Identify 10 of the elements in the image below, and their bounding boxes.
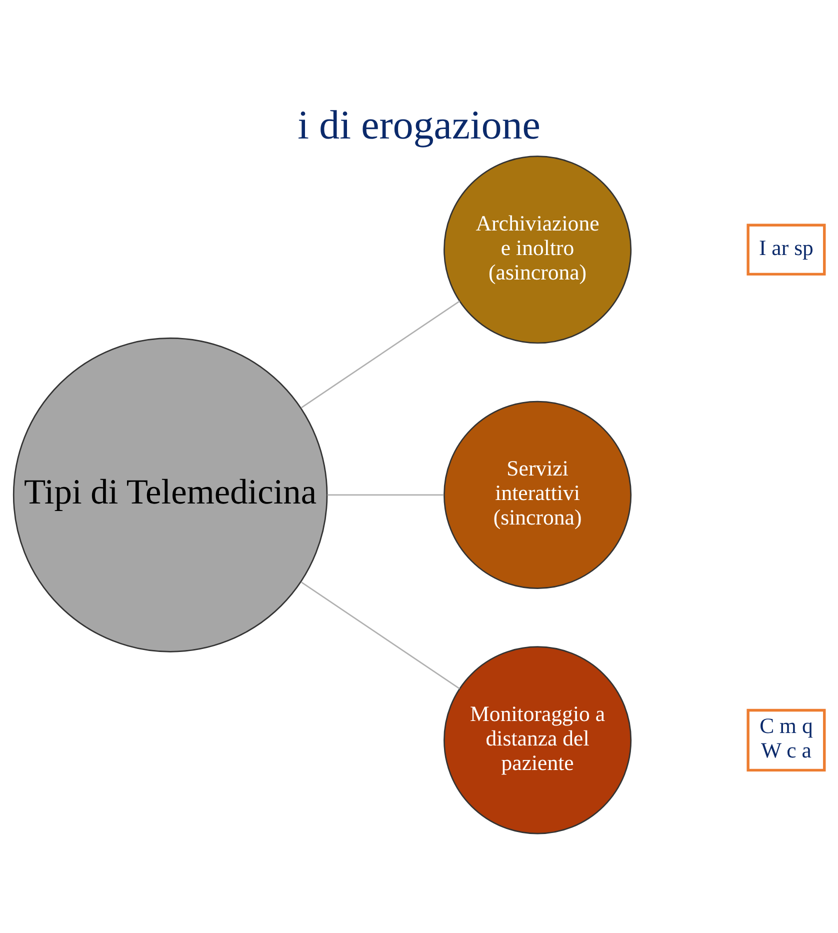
node-circle: Servizi interattivi (sincrona) [444, 400, 632, 588]
diagram-title: i di erogazione [298, 102, 540, 148]
node-circle: Tipi di Telemedicina [12, 337, 328, 652]
node-circle: Monitoraggio a distanza del paziente [444, 646, 632, 834]
connector [327, 494, 444, 496]
node-circle: Archiviazione e inoltro (asincrona) [444, 155, 632, 344]
node-box: C m q W c a [746, 708, 826, 772]
connector [300, 300, 460, 408]
node-box: I ar sp [746, 223, 826, 276]
connector [300, 581, 460, 689]
